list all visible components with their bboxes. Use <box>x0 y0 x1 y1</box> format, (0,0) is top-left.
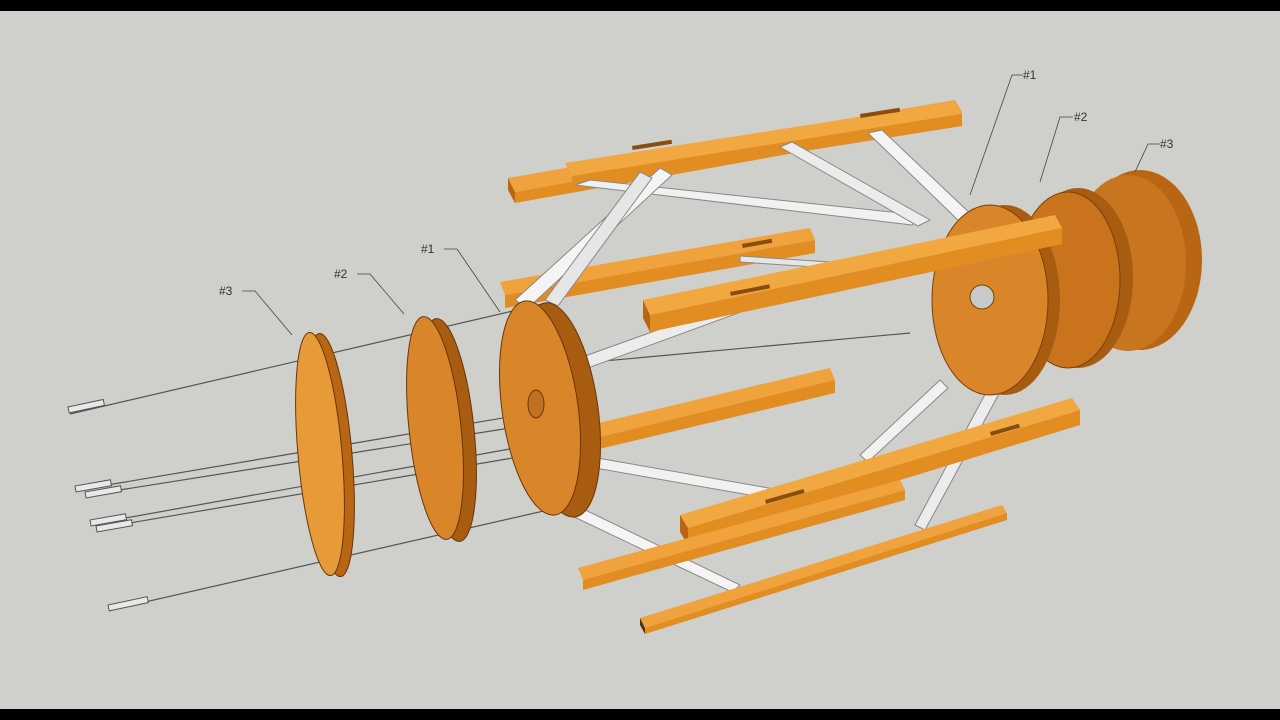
top-letterbox <box>0 0 1280 11</box>
callout-right-1: #1 <box>1023 68 1037 82</box>
left-disc-2 <box>406 316 477 542</box>
left-disc-3 <box>295 331 355 578</box>
top-rail-upper <box>565 102 962 188</box>
bottom-letterbox <box>0 709 1280 720</box>
middle-front-rail <box>590 368 835 450</box>
left-disc-1 <box>498 300 602 518</box>
bolt-heads <box>67 398 149 612</box>
bottom-foot-rail <box>640 505 1007 634</box>
callout-leaders <box>242 74 1160 336</box>
callout-left-2: #2 <box>334 267 348 281</box>
callout-right-3: #3 <box>1160 137 1174 151</box>
lower-left-rail <box>578 480 905 590</box>
callout-left-1: #1 <box>421 242 435 256</box>
callout-left-3: #3 <box>219 284 233 298</box>
callout-right-2: #2 <box>1074 110 1088 124</box>
upper-right-rail <box>643 215 1062 332</box>
